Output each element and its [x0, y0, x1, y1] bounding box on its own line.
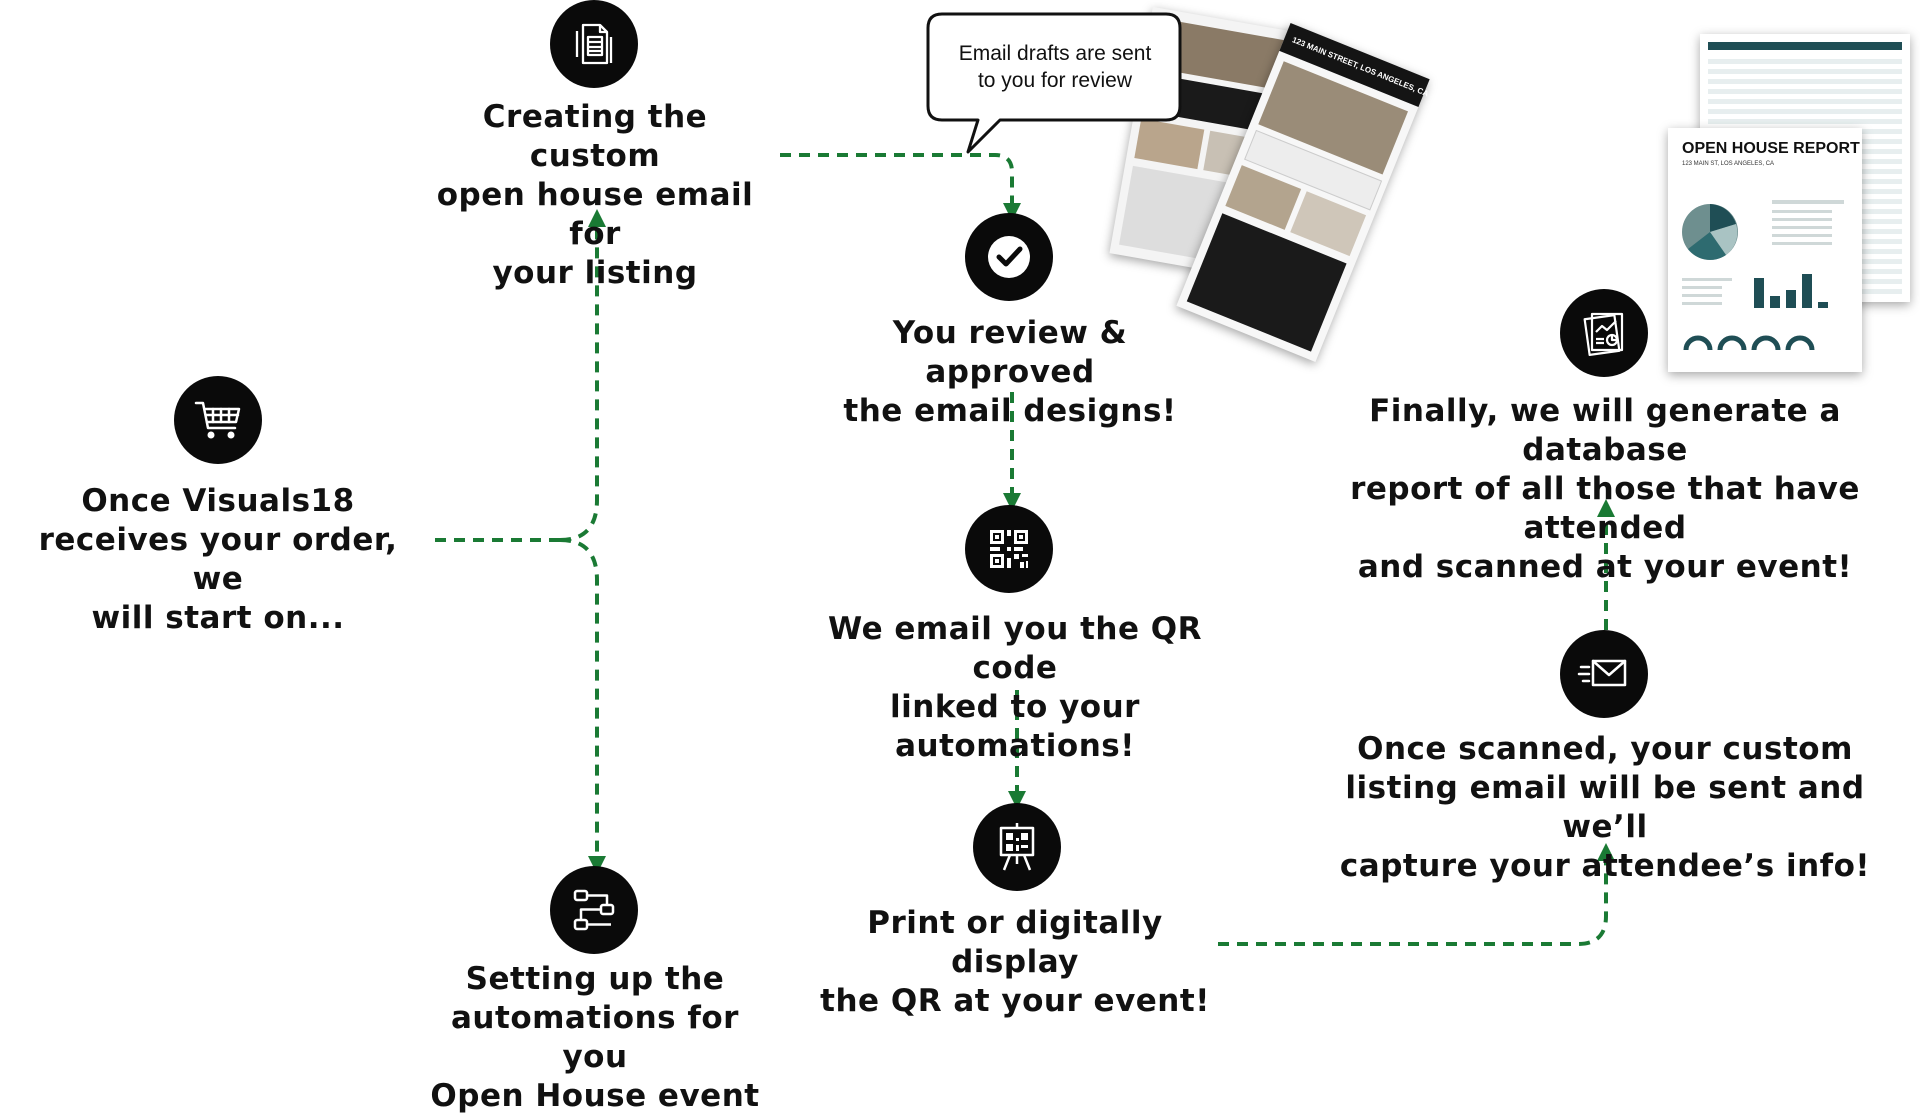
- envelope-icon: [1560, 630, 1648, 718]
- qr-code-icon: [965, 505, 1053, 593]
- report-graphics: [1682, 200, 1844, 351]
- report-title: OPEN HOUSE REPORT: [1682, 140, 1860, 157]
- flow-connectors: [435, 153, 1615, 946]
- report-subtitle: 123 MAIN ST, LOS ANGELES, CA: [1682, 161, 1775, 167]
- connector-custom-email-to-review: [780, 153, 1021, 221]
- report-summary-mockup: OPEN HOUSE REPORT 123 MAIN ST, LOS ANGEL…: [1668, 128, 1862, 372]
- step-review-label: You review & approved the email designs!: [843, 315, 1177, 429]
- easel-qr-icon: [973, 803, 1061, 891]
- speech-bubble-text: Email drafts are sent to you for review: [958, 42, 1152, 92]
- step-report-label: Finally, we will generate a database rep…: [1350, 393, 1860, 585]
- connector-print-to-scanned: [1218, 843, 1615, 946]
- step-custom-email-label: Creating the custom open house email for…: [436, 99, 754, 291]
- step-scanned-label: Once scanned, your custom listing email …: [1339, 731, 1871, 884]
- step-automations-label: Setting up the automations for you Open …: [430, 961, 760, 1114]
- step-order-label: Once Visuals18 receives your order, we w…: [38, 483, 398, 636]
- shopping-cart-icon: [174, 376, 262, 464]
- document-icon: [550, 0, 638, 88]
- connector-branch-to-automations: [559, 538, 606, 874]
- checkmark-icon: [965, 213, 1053, 301]
- step-qr-email-label: We email you the QR code linked to your …: [828, 611, 1202, 764]
- workflow-icon: [550, 866, 638, 954]
- step-print-label: Print or digitally display the QR at you…: [820, 905, 1210, 1019]
- report-icon: [1560, 289, 1648, 377]
